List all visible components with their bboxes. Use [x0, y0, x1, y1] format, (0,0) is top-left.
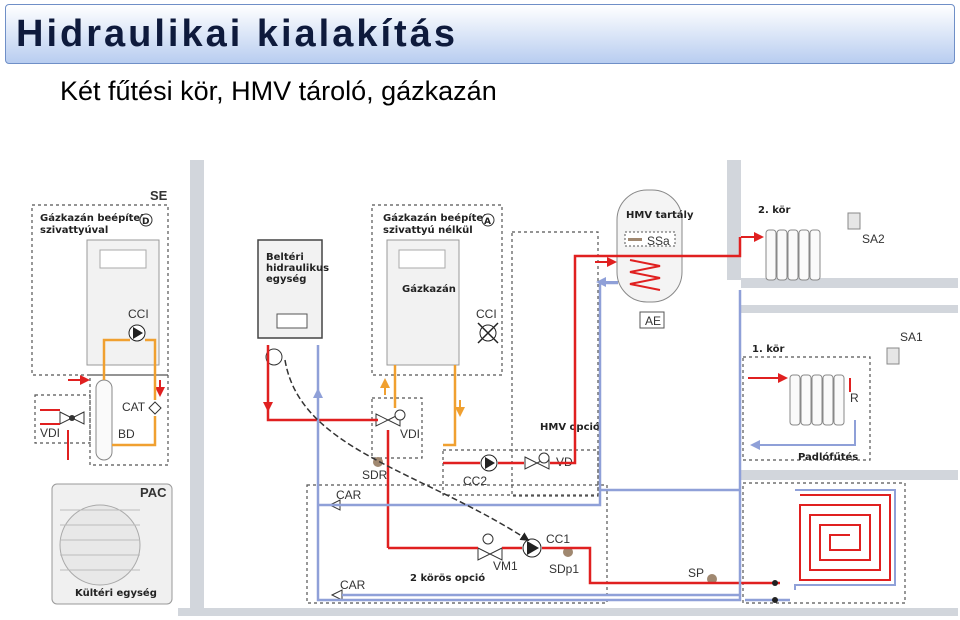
indoor-hydraulic-unit: Beltéri hidraulikus egység — [257, 239, 329, 412]
svg-text:CCI: CCI — [128, 307, 149, 321]
svg-text:CC2: CC2 — [463, 474, 487, 488]
floor-heating-coil — [794, 489, 896, 590]
boiler-with-pump: Gázkazán beépített szivattyúval D SE CCI — [40, 188, 168, 366]
junction-point — [772, 597, 778, 603]
control-cable — [284, 359, 530, 541]
return-pipes — [316, 281, 790, 602]
building-walls — [178, 160, 958, 616]
svg-text:SDp1: SDp1 — [549, 562, 579, 576]
svg-text:AE: AE — [645, 314, 661, 328]
svg-text:HMV opció: HMV opció — [540, 421, 600, 433]
svg-text:VDI: VDI — [40, 426, 60, 440]
svg-text:BD: BD — [118, 427, 135, 441]
svg-text:Gázkazán beépített: Gázkazán beépített — [383, 212, 493, 224]
svg-text:SSa: SSa — [647, 234, 670, 248]
boiler-without-pump: Gázkazán beépített szivattyú nélkül A Gá… — [380, 212, 499, 447]
svg-text:SDR: SDR — [362, 468, 388, 482]
svg-text:CCI: CCI — [476, 307, 497, 321]
two-circuit-option: CAR CAR CC1 SDp1 VM1 2 körös opció SP — [328, 488, 717, 601]
vdi-valve: VDI SDR — [362, 409, 420, 482]
svg-text:Gázkazán: Gázkazán — [402, 283, 456, 295]
svg-text:R: R — [850, 391, 859, 405]
svg-text:egység: egység — [266, 273, 306, 285]
svg-text:SP: SP — [688, 566, 704, 580]
svg-text:2 körös opció: 2 körös opció — [410, 572, 485, 584]
page-title: Hidraulikai kialakítás — [16, 13, 458, 55]
svg-text:PAC: PAC — [140, 485, 167, 500]
svg-text:CAR: CAR — [340, 578, 366, 592]
svg-text:szivattyú nélkül: szivattyú nélkül — [383, 224, 473, 236]
svg-text:Gázkazán beépített: Gázkazán beépített — [40, 212, 150, 224]
svg-text:SA2: SA2 — [862, 232, 885, 246]
svg-text:1. kör: 1. kör — [752, 344, 784, 355]
junction-point — [772, 580, 778, 586]
svg-text:SE: SE — [150, 188, 168, 203]
svg-text:szivattyúval: szivattyúval — [40, 224, 108, 236]
svg-text:2. kör: 2. kör — [758, 205, 790, 216]
hmv-tank: HMV tartály SSa AE — [595, 189, 694, 329]
svg-text:CAR: CAR — [336, 488, 362, 502]
svg-text:VDI: VDI — [400, 427, 420, 441]
page-subtitle: Két fűtési kör, HMV tároló, gázkazán — [60, 76, 497, 106]
circuit-1: SA1 1. kör R Padlófűtés — [748, 330, 923, 463]
left-hydraulic: BD CAT VDI — [40, 338, 165, 461]
svg-text:D: D — [142, 217, 149, 227]
hmv-option-pumps: CC2 VD HMV opció — [463, 421, 600, 488]
svg-text:CAT: CAT — [122, 400, 146, 414]
svg-text:HMV tartály: HMV tartály — [626, 209, 694, 221]
svg-text:Padlófűtés: Padlófűtés — [798, 451, 858, 463]
dashed-zones — [31, 204, 906, 604]
svg-text:hidraulikus: hidraulikus — [266, 263, 329, 274]
svg-text:A: A — [484, 217, 491, 227]
circuit-2: 2. kör SA2 — [741, 205, 885, 281]
supply-pipes — [266, 237, 780, 585]
svg-text:Beltéri: Beltéri — [266, 251, 304, 263]
svg-text:CC1: CC1 — [546, 532, 570, 546]
outdoor-unit: PAC Kültéri egység — [51, 483, 173, 605]
svg-text:VM1: VM1 — [493, 559, 518, 573]
title-bar: Hidraulikai kialakítás — [5, 4, 955, 64]
svg-text:Kültéri egység: Kültéri egység — [75, 587, 157, 599]
svg-text:SA1: SA1 — [900, 330, 923, 344]
